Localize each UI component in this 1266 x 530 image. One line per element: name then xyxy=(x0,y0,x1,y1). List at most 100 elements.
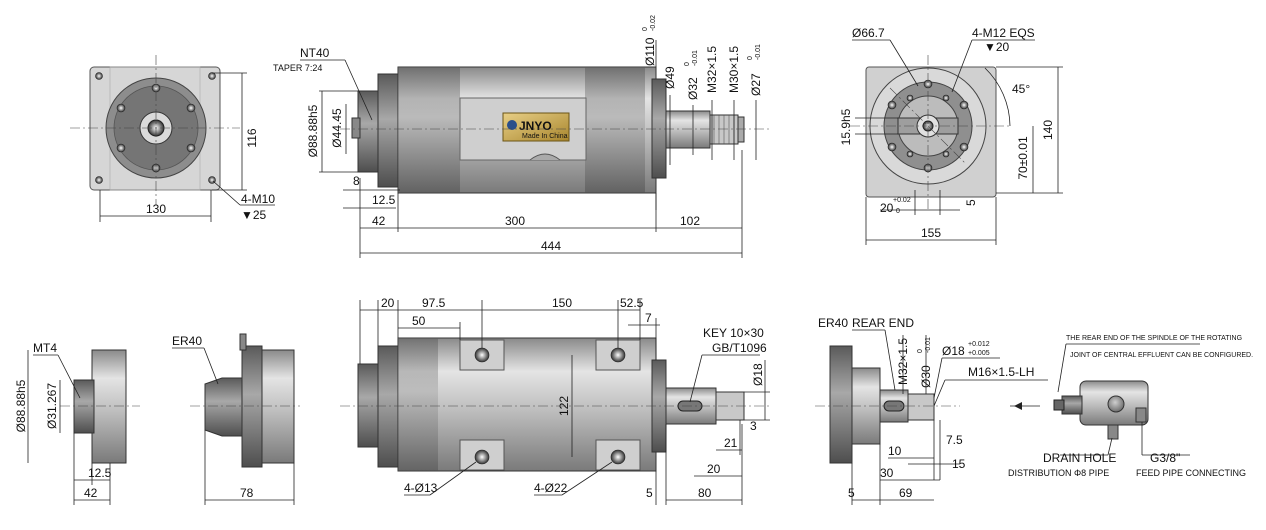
label-drain-hole: DRAIN HOLE xyxy=(1043,451,1116,465)
dim-444: 444 xyxy=(541,239,561,253)
dim-20b: 20 xyxy=(707,462,721,476)
svg-text:0: 0 xyxy=(747,56,754,60)
label-taper: TAPER 7:24 xyxy=(273,63,322,73)
dim-155: 155 xyxy=(921,226,941,240)
dim-7-5: 7.5 xyxy=(946,433,963,447)
dim-97-5: 97.5 xyxy=(422,296,446,310)
dim-5-rear: 5 xyxy=(848,486,855,500)
dim-5: 5 xyxy=(964,199,978,206)
rear-thread xyxy=(907,393,935,421)
joint-note-line-1: THE REAR END OF THE SPINDLE OF THE ROTAT… xyxy=(1066,335,1242,342)
svg-text:-0.01: -0.01 xyxy=(755,44,762,60)
dim-8: 8 xyxy=(353,174,360,188)
label-4-dia-13: 4-Ø13 xyxy=(404,481,438,495)
dim-dia-49: Ø49 xyxy=(663,66,677,89)
label-g3-8: G3/8" xyxy=(1150,451,1180,465)
dim-dia-44-45: Ø44.45 xyxy=(330,108,344,148)
svg-text:+0.02: +0.02 xyxy=(893,197,911,204)
brand-subtitle: Made In China xyxy=(522,133,568,140)
dim-angle-45: 45° xyxy=(1012,82,1030,96)
svg-text:20: 20 xyxy=(880,201,894,215)
svg-text:Ø32: Ø32 xyxy=(686,77,700,100)
nt40-taper xyxy=(357,90,381,173)
dim-21: 21 xyxy=(724,436,738,450)
right-end-view: Ø66.7 4-M12 EQS ▼20 45° 140 70±0.01 15.9… xyxy=(839,26,1063,245)
label-mt4: MT4 xyxy=(33,341,57,355)
dim-52-5: 52.5 xyxy=(620,296,644,310)
svg-text:+0.012: +0.012 xyxy=(968,341,990,348)
drain-fitting xyxy=(1107,424,1119,440)
dim-10: 10 xyxy=(888,444,902,458)
dim-7: 7 xyxy=(645,311,652,325)
dim-42-mt4: 42 xyxy=(84,486,98,500)
rotating-joint-view: THE REAR END OF THE SPINDLE OF THE ROTAT… xyxy=(1008,335,1253,478)
dim-dia-18-top: Ø18 xyxy=(751,363,765,386)
dim-thread-m30: M30×1.5 xyxy=(727,46,741,93)
svg-text:Ø18: Ø18 xyxy=(942,344,965,358)
label-distribution: DISTRIBUTION Φ8 PIPE xyxy=(1008,468,1109,478)
end-bolt-holes xyxy=(887,79,969,173)
dim-70: 70±0.01 xyxy=(1016,136,1030,180)
label-depth-20: ▼20 xyxy=(984,40,1010,54)
svg-text:-0.02: -0.02 xyxy=(650,15,657,31)
front-left-view: 116 130 4-M10 ▼25 xyxy=(70,55,275,222)
label-er40: ER40 xyxy=(172,334,202,348)
dim-dia-110: Ø110 0 -0.02 xyxy=(642,15,657,66)
label-4-m12: 4-M12 EQS xyxy=(972,26,1035,40)
dim-69: 69 xyxy=(899,486,913,500)
svg-text:-0.01: -0.01 xyxy=(925,337,932,353)
dim-dia-31: Ø31.267 xyxy=(45,383,59,429)
dim-102: 102 xyxy=(680,214,700,228)
svg-text:Ø27: Ø27 xyxy=(749,73,763,96)
dim-dia-66-7: Ø66.7 xyxy=(852,26,885,40)
dim-dia-27: Ø27 0 -0.01 xyxy=(747,44,763,96)
svg-text:0: 0 xyxy=(917,349,924,353)
dim-20-tol: 20 +0.02 0 xyxy=(880,197,911,215)
dim-116: 116 xyxy=(245,128,259,147)
top-view: 20 97.5 150 52.5 50 7 122 KEY 10×30 GB/T… xyxy=(340,296,770,505)
main-side-view: JNYO Made In China NT40 TAPER 7:24 Ø88.8… xyxy=(273,15,770,258)
dim-150: 150 xyxy=(552,296,572,310)
joint-note-line-2: JOINT OF CENTRAL EFFLUENT CAN BE CONFIGU… xyxy=(1070,352,1253,359)
dim-300: 300 xyxy=(505,214,525,228)
label-depth-25: ▼25 xyxy=(241,208,267,222)
dim-140: 140 xyxy=(1041,120,1055,140)
dim-dia-30-rear: Ø30 0 -0.01 xyxy=(917,337,933,388)
label-key: KEY 10×30 xyxy=(703,326,764,340)
dim-122: 122 xyxy=(557,396,571,416)
label-feed-pipe: FEED PIPE CONNECTING xyxy=(1136,468,1246,478)
dim-30: 30 xyxy=(880,466,894,480)
label-nt40: NT40 xyxy=(300,46,330,60)
output-shaft xyxy=(665,110,711,149)
label-key-std: GB/T1096 xyxy=(712,341,767,355)
svg-text:-0.01: -0.01 xyxy=(692,50,699,66)
dim-80: 80 xyxy=(698,486,712,500)
svg-text:+0.005: +0.005 xyxy=(968,350,990,357)
dim-12-5-mt4: 12.5 xyxy=(88,466,112,480)
dim-dia-88-mt4: Ø88.88h5 xyxy=(14,379,28,432)
dim-15: 15 xyxy=(952,457,966,471)
dim-5-top: 5 xyxy=(646,486,653,500)
er40-flange xyxy=(259,349,295,464)
dim-dia-88-88: Ø88.88h5 xyxy=(306,104,320,157)
er40-collet xyxy=(204,377,243,437)
dim-3: 3 xyxy=(750,419,757,433)
rear-end-view: ER40 REAR END M32×1.5 Ø30 0 -0.01 Ø18 +0… xyxy=(815,316,1048,505)
dim-78: 78 xyxy=(240,486,254,500)
dim-20-top: 20 xyxy=(381,296,395,310)
mt4-view: MT4 Ø88.88h5 Ø31.267 12.5 42 xyxy=(14,341,140,505)
label-4-dia-22: 4-Ø22 xyxy=(534,481,568,495)
dim-42: 42 xyxy=(372,214,386,228)
dim-50: 50 xyxy=(412,314,426,328)
label-rear-end: REAR END xyxy=(852,316,914,330)
mt4-flange xyxy=(91,349,127,464)
label-4-m10: 4-M10 xyxy=(241,192,275,206)
dim-130: 130 xyxy=(146,202,166,216)
svg-text:0: 0 xyxy=(642,27,649,31)
svg-text:0: 0 xyxy=(896,208,900,215)
dim-dia-32: Ø32 0 -0.01 xyxy=(684,50,700,100)
dim-dia-18-rear: Ø18 +0.012 +0.005 xyxy=(942,341,990,358)
label-m16-thread: M16×1.5-LH xyxy=(968,365,1034,379)
brand-name: JNYO xyxy=(519,119,552,133)
